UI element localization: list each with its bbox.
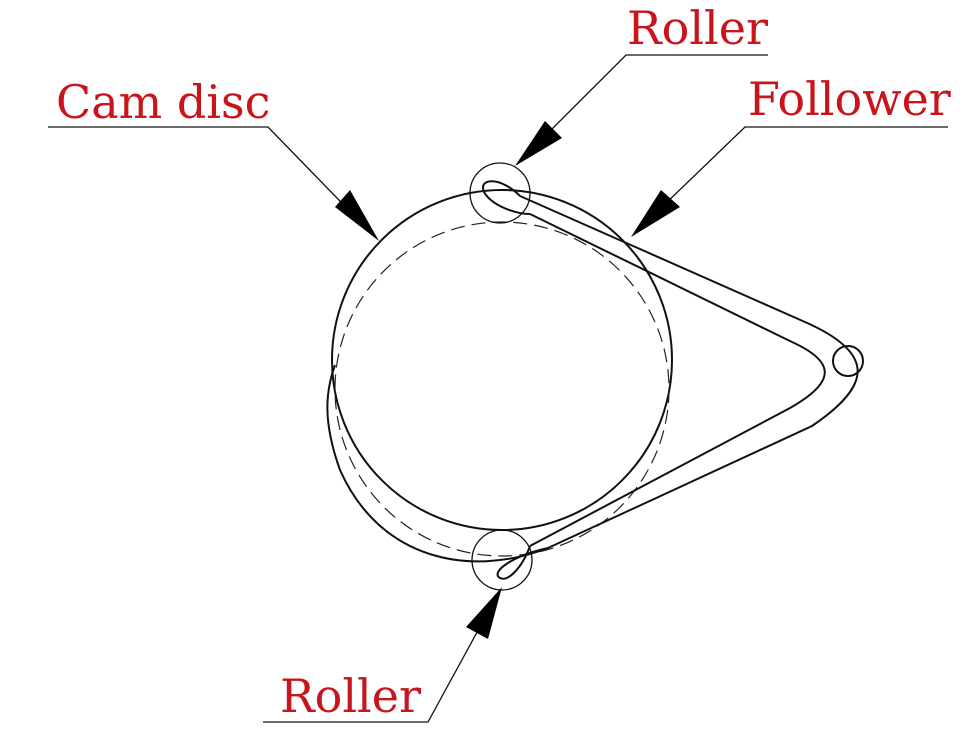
roller-bottom-arrowhead xyxy=(466,587,502,639)
roller-bottom-leader xyxy=(263,591,500,723)
follower-label: Follower xyxy=(748,72,951,126)
upper-slot-hook xyxy=(482,180,531,215)
follower-arrowhead xyxy=(631,190,680,237)
bottom-roller-circle xyxy=(471,529,533,591)
base-circle-dashed xyxy=(334,221,670,557)
roller-top-arrowhead xyxy=(515,121,562,166)
cam-disc-leader xyxy=(48,126,371,233)
top-roller-circle xyxy=(469,162,531,224)
roller-top-label: Roller xyxy=(627,1,768,55)
roller-top-leader xyxy=(520,54,768,161)
cam-disc-arrowhead xyxy=(335,190,379,241)
follower-inner-outline xyxy=(529,213,826,547)
follower-outer-outline xyxy=(326,195,859,563)
follower-leader xyxy=(635,126,948,233)
cam-disc-label: Cam disc xyxy=(56,75,270,129)
roller-bottom-label: Roller xyxy=(280,669,421,723)
lower-slot-hook xyxy=(496,545,549,580)
pivot-pin xyxy=(832,345,864,377)
